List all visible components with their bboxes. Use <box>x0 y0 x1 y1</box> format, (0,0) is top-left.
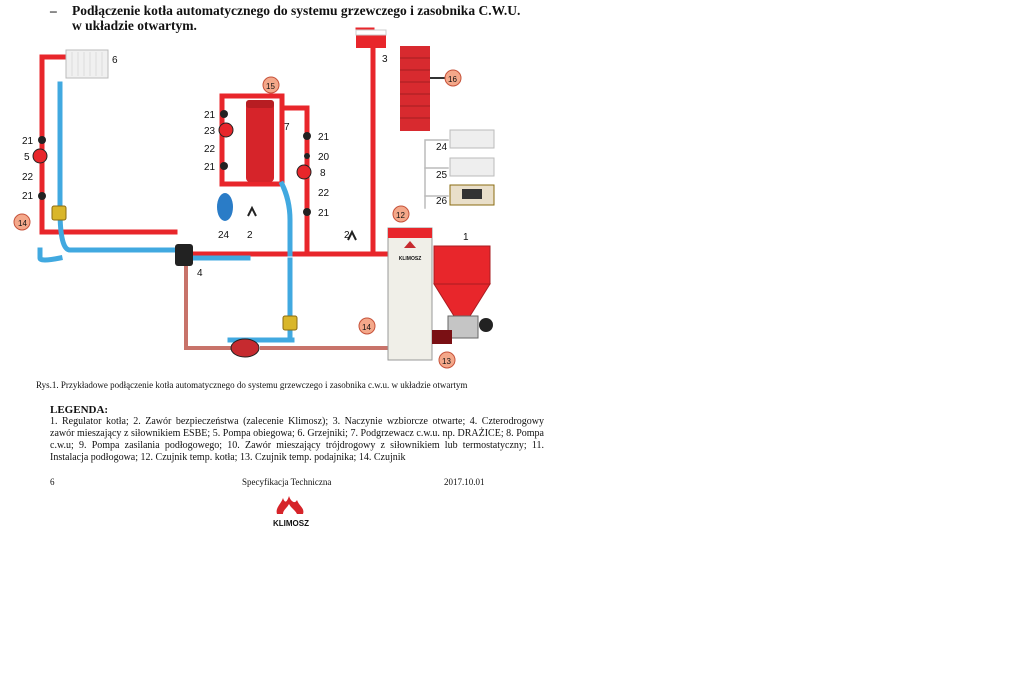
controller-cables <box>424 139 449 209</box>
label-24: 24 <box>436 142 448 153</box>
label-21b: 22 <box>204 144 216 155</box>
marker-15 <box>13 213 31 231</box>
room-controller <box>449 129 495 149</box>
pump-icon <box>296 164 312 180</box>
label-16: 15 <box>266 82 275 91</box>
pumps <box>32 122 312 358</box>
room-controller <box>449 157 495 177</box>
component-labels: 14 15 16 12 14 13 6 3 7 8 21 5 22 21 21 … <box>18 54 469 366</box>
heading-dash: – <box>50 3 57 18</box>
label-12: 12 <box>396 211 405 220</box>
legend-text: 1. Regulator kotła; 2. Zawór bezpieczeńs… <box>50 416 544 463</box>
label-8: 8 <box>320 168 326 179</box>
label-19: 20 <box>318 152 330 163</box>
marker-13 <box>438 351 456 369</box>
label-20d: 21 <box>204 162 216 173</box>
marker-16 <box>262 76 280 94</box>
boiler-return-pipe <box>184 266 390 350</box>
label-25: 25 <box>436 170 448 181</box>
label-2b: 2 <box>344 230 350 241</box>
label-18: 16 <box>448 75 457 84</box>
legend: LEGENDA: 1. Regulator kotła; 2. Zawór be… <box>50 404 544 464</box>
pump-icon <box>32 148 48 164</box>
mixing-valve-actuator <box>175 244 193 266</box>
klimosz-logo: KLIMOSZ <box>266 492 316 528</box>
label-20a: 21 <box>22 136 34 147</box>
label-26: 26 <box>436 196 448 207</box>
mixing-valve-icon <box>282 315 298 331</box>
boiler-brand: KLIMOSZ <box>399 256 422 262</box>
fuel-hopper <box>433 245 491 285</box>
radiator <box>65 49 109 79</box>
label-23: 24 <box>218 230 230 241</box>
label-21a: 22 <box>22 172 34 183</box>
label-7: 7 <box>284 122 290 133</box>
label-4: 4 <box>197 268 203 279</box>
label-22: 23 <box>204 126 216 137</box>
label-1: 1 <box>463 232 469 243</box>
label-5: 5 <box>24 152 30 163</box>
label-13: 13 <box>442 357 451 366</box>
heading-line-2: w układzie otwartym. <box>72 18 197 33</box>
safety-valve-icon-2 <box>347 229 357 241</box>
page-number: 6 <box>50 477 55 487</box>
expansion-vessel <box>217 193 233 221</box>
label-21c: 22 <box>318 188 330 199</box>
figure-caption: Rys.1. Przykładowe podłączenie kotła aut… <box>36 380 468 390</box>
marker-18 <box>444 69 462 87</box>
safety-valve-icon <box>247 205 257 217</box>
shutoff-valves <box>38 110 311 216</box>
heating-system-diagram: KLIMOSZ 14 15 16 12 14 13 6 3 7 8 21 5 2… <box>13 27 495 369</box>
label-15: 14 <box>18 219 27 228</box>
footer-date: 2017.10.01 <box>444 477 485 487</box>
floor-pump-icon <box>230 338 260 358</box>
dhw-cylinder <box>246 100 274 182</box>
label-6: 6 <box>112 55 118 66</box>
label-3: 3 <box>382 54 388 65</box>
chimney-wall <box>400 46 430 131</box>
marker-12 <box>392 205 410 223</box>
sensor-markers <box>13 69 462 369</box>
flame-icon <box>276 496 304 514</box>
label-14: 14 <box>362 323 371 332</box>
section-heading: –Podłączenie kotła automatycznego do sys… <box>50 3 550 33</box>
label-20c: 21 <box>204 110 216 121</box>
mixing-valve-icon <box>51 205 67 221</box>
logo-wordmark: KLIMOSZ <box>273 519 309 528</box>
pump-icon <box>218 122 234 138</box>
legend-title: LEGENDA: <box>50 404 109 416</box>
label-2a: 2 <box>247 230 253 241</box>
footer-title: Specyfikacja Techniczna <box>242 477 332 487</box>
marker-14 <box>358 317 376 335</box>
heading-line-1: Podłączenie kotła automatycznego do syst… <box>72 3 521 18</box>
label-20e: 21 <box>318 132 330 143</box>
label-20b: 21 <box>22 191 34 202</box>
boiler <box>387 227 433 361</box>
label-20f: 21 <box>318 208 330 219</box>
